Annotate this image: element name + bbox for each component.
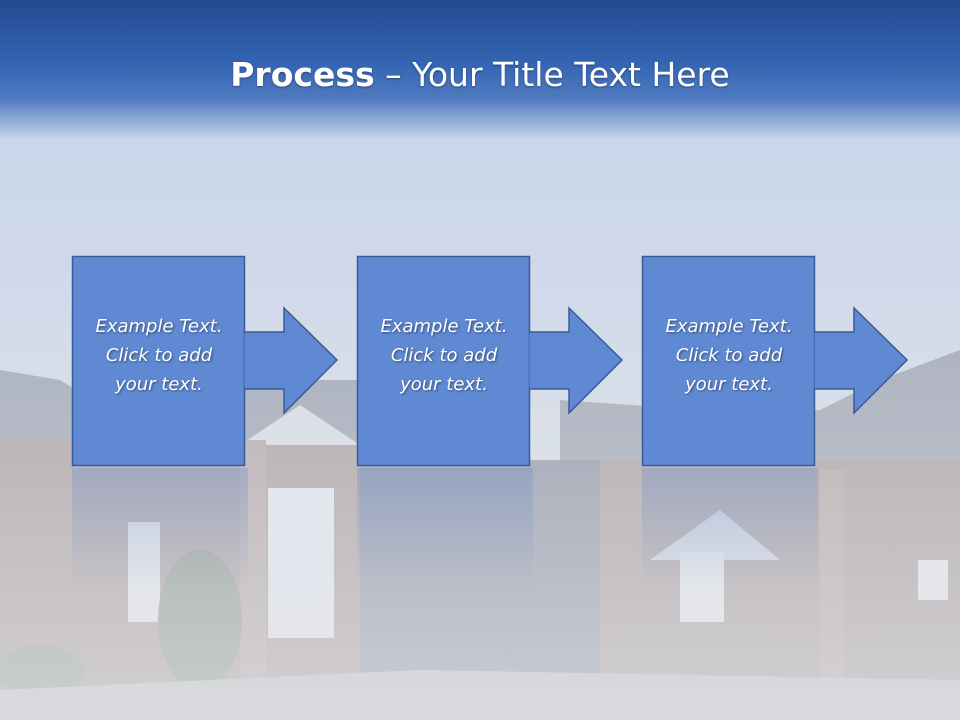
title-rest: – Your Title Text Here: [374, 55, 730, 94]
process-step-2[interactable]: Example Text. Click to add your text.: [356, 255, 637, 468]
arrow-shape-icon: [356, 255, 624, 467]
title-band: [0, 0, 960, 140]
step-reflection: [642, 468, 818, 588]
title-bold: Process: [230, 55, 375, 94]
step-text: Example Text. Click to add your text.: [95, 316, 223, 395]
step-reflection: [357, 468, 533, 588]
arrow-shape-icon: [641, 255, 909, 467]
slide-title[interactable]: Process – Your Title Text Here: [0, 48, 960, 102]
arrow-shape-icon: [71, 255, 339, 467]
process-step-3[interactable]: Example Text. Click to add your text.: [641, 255, 922, 468]
step-text: Example Text. Click to add your text.: [665, 316, 793, 395]
step-text: Example Text. Click to add your text.: [380, 316, 508, 395]
process-step-1[interactable]: Example Text. Click to add your text.: [71, 255, 352, 468]
step-reflection: [72, 468, 248, 588]
